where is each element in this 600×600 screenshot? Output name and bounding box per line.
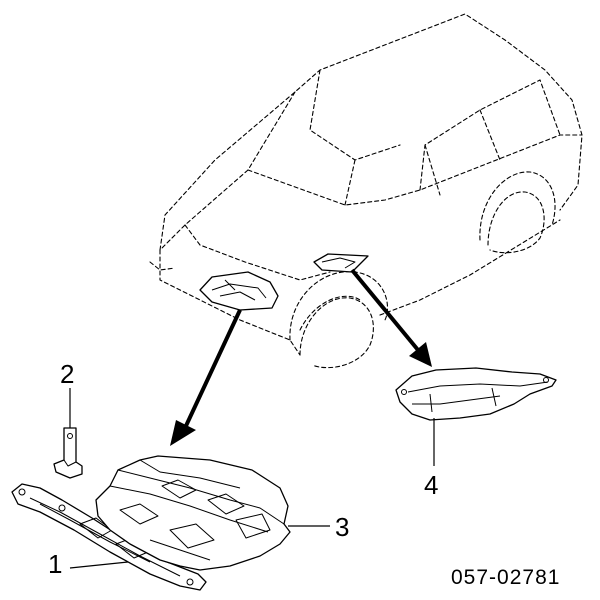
callout-part-1: 1 (48, 549, 62, 579)
callout-part-4: 4 (424, 470, 438, 500)
vehicle-outline (149, 13, 583, 369)
callout-part-2: 2 (60, 359, 74, 389)
rear-undercover-part-4 (395, 367, 557, 466)
bracket-part-2 (53, 388, 83, 479)
arrow-to-part-4 (350, 268, 432, 367)
rear-undercover-location (313, 253, 369, 273)
arrow-to-part-3 (170, 309, 242, 446)
front-undercover-location (199, 271, 279, 311)
engine-undercover-part-3 (95, 455, 330, 571)
callout-part-3: 3 (335, 512, 349, 542)
diagram-code: 057-02781 (451, 566, 560, 589)
